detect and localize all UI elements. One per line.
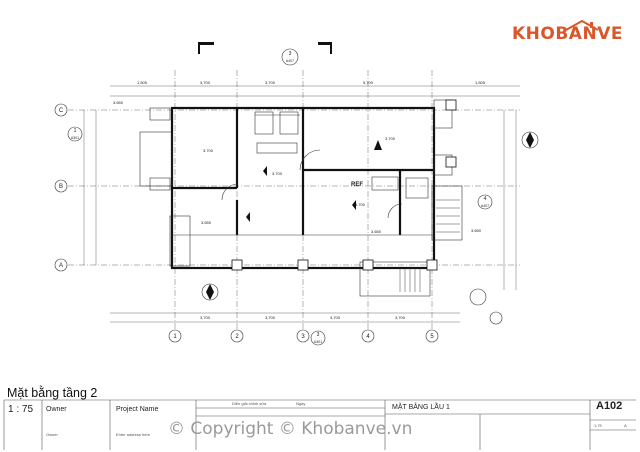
project-name: Project Name (116, 406, 159, 413)
revision-letter: A (624, 423, 627, 428)
dimension-label: 3,700 (395, 315, 406, 320)
level-mark: 3.650 (113, 100, 124, 105)
dimension-label: 3,700 (200, 315, 211, 320)
brand-name: KHOBANVE (512, 24, 623, 44)
section-tag-number: 4 (484, 196, 487, 202)
section-tag-number: 1 (74, 128, 77, 134)
section-tag-number: 3 (289, 51, 292, 57)
grid-label-y: B (59, 184, 63, 190)
level-mark: 3.650 (471, 228, 482, 233)
grid-label-x: 4 (366, 334, 370, 340)
grid-label-x: 1 (173, 334, 177, 340)
grid-label-x: 2 (235, 334, 239, 340)
level-mark: 3.700 (385, 136, 396, 141)
level-mark: 3.650 (371, 229, 382, 234)
sheet-number: A102 (596, 400, 623, 412)
level-mark: 3.700 (355, 202, 366, 207)
grid-label-x: 3 (301, 334, 305, 340)
level-mark: 3.650 (201, 220, 212, 225)
dimension-label: 3,700 (200, 80, 211, 85)
floor-plan: 1 2 3 4 5 C B A 3 A407 1 A301 4 A407 3 A… (54, 42, 539, 346)
dimension-label: 1,505 (137, 80, 148, 85)
sheet-scale: 1:75 (594, 423, 602, 428)
section-tag-ref: A301 (314, 340, 322, 344)
revision-note: Diễn giải chỉnh sửa (232, 401, 267, 406)
grid-label-x: 5 (430, 334, 434, 340)
owner-name: Owner (46, 432, 58, 437)
revision-date: Ngày (296, 401, 306, 406)
grid-label-y: A (59, 263, 63, 269)
brand-logo: KHOBANVE (512, 20, 622, 46)
section-tag-number: 3 (317, 332, 320, 338)
drawing-title: Mặt bằng tầng 2 (7, 386, 98, 400)
level-mark: 3.700 (203, 148, 214, 153)
dimension-label: 3,700 (265, 315, 276, 320)
dimension-label: 1,505 (475, 80, 486, 85)
section-tag-ref: A407 (481, 204, 489, 208)
grid-label-y: C (59, 108, 64, 114)
section-tag-ref: A407 (286, 59, 294, 63)
house-roof-icon (565, 20, 599, 31)
dimension-label: 5,700 (363, 80, 374, 85)
dimension-label: 3,700 (330, 315, 341, 320)
level-mark: 3.700 (272, 171, 283, 176)
dimension-label: 3,700 (265, 80, 276, 85)
owner-label: Owner (46, 406, 67, 413)
copyright-watermark: © Copyright © Khobanve.vn (168, 419, 413, 439)
fridge-label: REF (351, 182, 363, 188)
sheet-title: MẶT BẰNG LẦU 1 (392, 404, 450, 411)
project-address: Enter address here (116, 432, 151, 437)
title-block-frame (3, 399, 636, 450)
section-tag-ref: A301 (71, 136, 79, 140)
drawing-scale: 1 : 75 (8, 404, 34, 415)
